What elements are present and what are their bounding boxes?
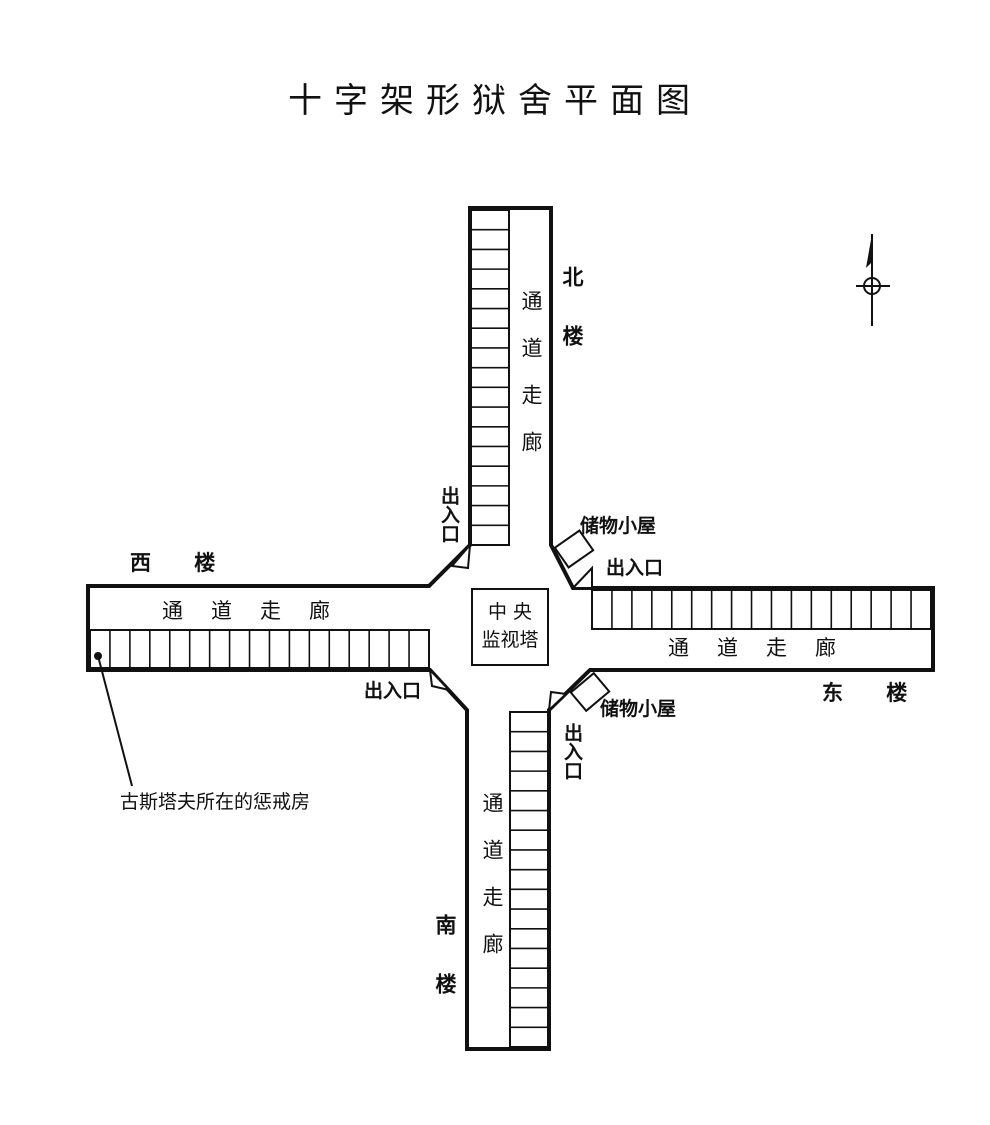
central-watchtower: 中 央 监视塔 (471, 588, 549, 666)
south-cell-row (509, 711, 550, 1048)
west-cell-block (89, 629, 430, 669)
west-entrance-label: 出入口 (364, 680, 422, 702)
north-cell-row (469, 209, 510, 546)
page-title: 十字架形狱舍平面图 (288, 80, 702, 121)
south-building-label: 南楼 (433, 914, 457, 1032)
west-cell-row (89, 629, 430, 669)
storage-shed-northeast (553, 529, 595, 569)
north-corridor-label: 通道走廊 (519, 290, 543, 478)
north-cell-block (469, 209, 510, 546)
south-corridor-label: 通道走廊 (480, 792, 504, 980)
west-building-label: 西 楼 (130, 551, 234, 575)
annotation-leader-line (97, 655, 133, 787)
storage-shed-southeast (569, 671, 611, 713)
entrance-door-north (450, 541, 472, 570)
watchtower-line1: 中 央 (487, 601, 533, 624)
watchtower-line2: 监视塔 (481, 629, 539, 651)
south-cell-block (509, 711, 550, 1048)
east-corridor-label: 通道走廊 (668, 636, 864, 660)
building-outline (86, 206, 935, 1051)
east-building-label: 东 楼 (822, 681, 926, 705)
punishment-cell-annotation: 古斯塔夫所在的惩戒房 (120, 791, 311, 813)
west-corridor-label: 通道走廊 (162, 599, 358, 623)
northeast-storage-label: 储物小屋 (580, 515, 657, 537)
east-entrance-label: 出入口 (606, 557, 664, 579)
east-cell-block (591, 589, 932, 630)
north-building-label: 北楼 (560, 266, 584, 384)
south-entrance-label: 出入口 (561, 723, 583, 780)
east-cell-row (591, 589, 932, 630)
entrance-door-west (428, 667, 453, 692)
north-arrow-icon (856, 234, 890, 326)
entrance-door-south (547, 690, 569, 713)
southeast-storage-label: 储物小屋 (600, 698, 677, 720)
entrance-door-east (570, 565, 593, 589)
north-entrance-label: 出入口 (438, 486, 460, 543)
